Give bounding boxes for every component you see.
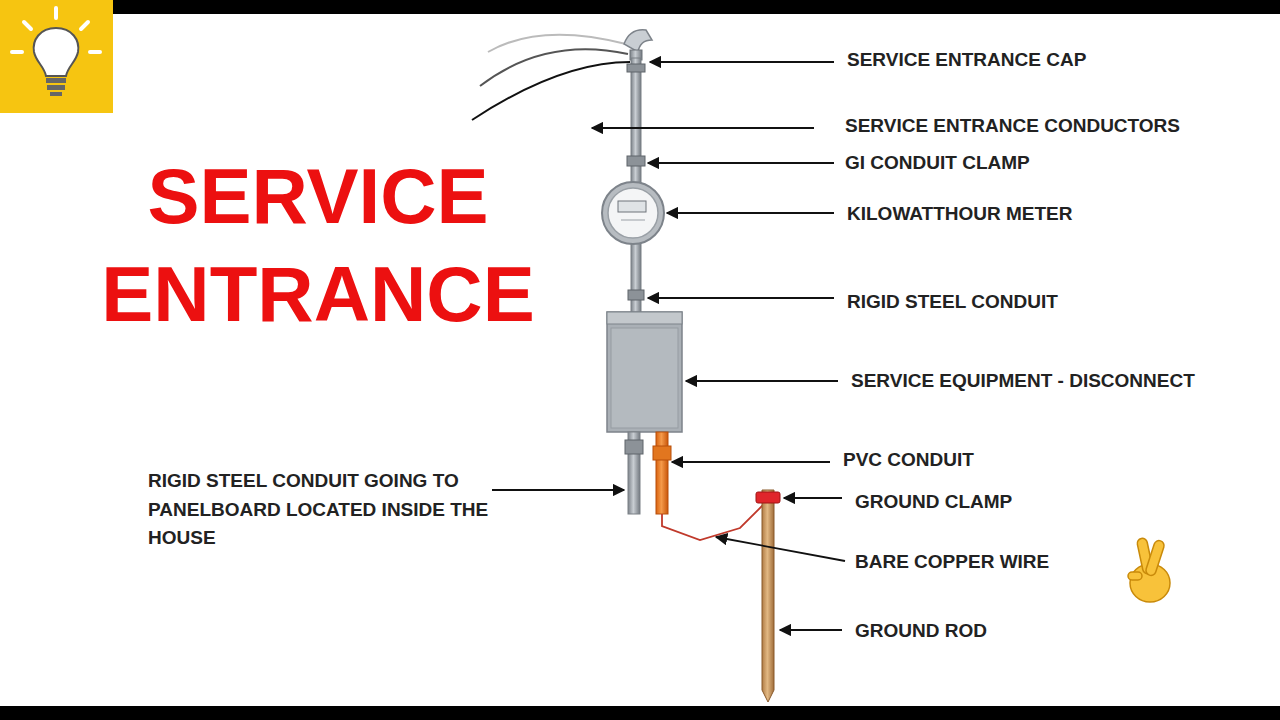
- kilowatthour-meter: [602, 182, 664, 244]
- part-label: RIGID STEEL CONDUIT: [847, 289, 1058, 315]
- part-label: GI CONDUIT CLAMP: [845, 150, 1030, 176]
- pvc-conduit: [653, 432, 671, 514]
- bare-copper-wire: [662, 504, 764, 540]
- part-label: GROUND ROD: [855, 618, 987, 644]
- part-label: RIGID STEEL CONDUIT GOING TO PANELBOARD …: [148, 467, 493, 553]
- service-entrance-cap: [624, 30, 652, 60]
- ground-clamp: [756, 492, 780, 503]
- top-bar: [0, 0, 1280, 14]
- service-disconnect: [607, 312, 682, 432]
- part-label: PVC CONDUIT: [843, 447, 974, 473]
- leader-lines: [492, 62, 845, 630]
- service-conductors: [472, 35, 630, 120]
- page-title: SERVICE ENTRANCE: [58, 147, 578, 343]
- bulb-icon: [0, 0, 113, 113]
- part-label: KILOWATTHOUR METER: [847, 201, 1073, 227]
- part-label: GROUND CLAMP: [855, 489, 1012, 515]
- part-label: SERVICE ENTRANCE CAP: [847, 47, 1086, 73]
- ground-rod: [762, 490, 774, 702]
- part-label: BARE COPPER WIRE: [855, 549, 1049, 575]
- bottom-bar: [0, 706, 1280, 720]
- conduit-to-panel: [625, 432, 643, 514]
- part-label: SERVICE EQUIPMENT - DISCONNECT: [851, 368, 1195, 394]
- crossed-fingers-emoji: [1128, 537, 1170, 602]
- part-label: SERVICE ENTRANCE CONDUCTORS: [845, 113, 1180, 139]
